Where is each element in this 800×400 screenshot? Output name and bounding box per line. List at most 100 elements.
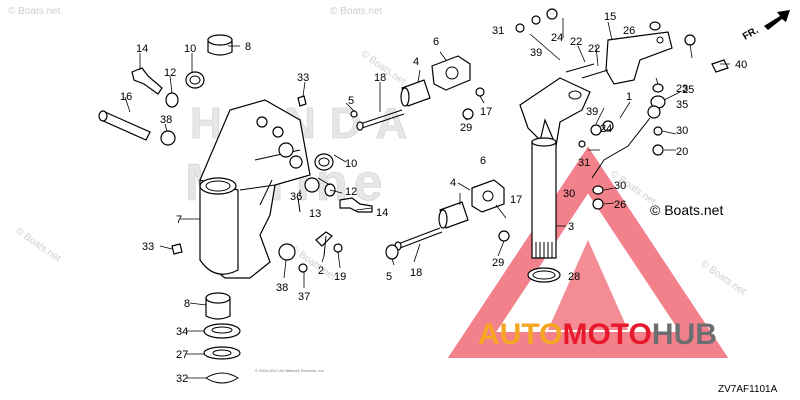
callout-29: 29 (460, 122, 472, 134)
part-16-tilt-pin (98, 110, 151, 141)
callout-30: 30 (614, 180, 626, 192)
part-31-39-24-top (515, 8, 558, 33)
callout-10: 10 (345, 158, 357, 170)
callout-33: 33 (142, 241, 154, 253)
callout-34: 34 (176, 326, 188, 338)
part-32-circlip (205, 372, 239, 384)
callout-22: 22 (570, 36, 582, 48)
part-30-26-center (592, 185, 604, 210)
callout-39: 39 (586, 106, 598, 118)
part-36-pin (297, 197, 301, 213)
callout-4: 4 (413, 56, 419, 68)
part-30-20-right (652, 126, 664, 156)
callout-14: 14 (136, 43, 148, 55)
callout-32: 32 (176, 373, 188, 385)
callout-29: 29 (492, 257, 504, 269)
part-15-plate (605, 31, 673, 85)
watermark-text: © Boats.net (330, 6, 383, 17)
part-18-upper-bolt (356, 109, 405, 131)
direction-label: FR. (741, 25, 761, 43)
callout-25: 25 (682, 84, 694, 96)
part-8-bushing-bottom (205, 292, 231, 320)
callout-30: 30 (563, 188, 575, 200)
part-5-upper (350, 110, 358, 118)
callout-20: 20 (676, 146, 688, 158)
callout-35: 35 (676, 99, 688, 111)
callout-12: 12 (345, 186, 357, 198)
logo-text: AUTOMOTOHUB (478, 318, 717, 351)
callout-24: 24 (551, 32, 563, 44)
callout-3: 3 (568, 221, 574, 233)
callout-38: 38 (160, 114, 172, 126)
part-1-steering-rod (591, 105, 661, 179)
part-38-washer-top (160, 130, 176, 146)
automotohub-logo: AUTOMOTOHUB (478, 318, 717, 351)
callout-8: 8 (184, 298, 190, 310)
watermark-text: © Boats.net (8, 6, 61, 17)
callout-28: 28 (568, 271, 580, 283)
callout-36: 36 (290, 191, 302, 203)
part-7-swivel-case (199, 99, 311, 279)
part-40-fitting (711, 59, 729, 73)
part-5-lower (385, 244, 399, 260)
callout-16: 16 (120, 91, 132, 103)
callout-31: 31 (578, 157, 590, 169)
callout-23: 23 (676, 83, 688, 95)
callout-8: 8 (245, 41, 251, 53)
callout-30: 30 (676, 125, 688, 137)
part-14-bolt-mid (339, 197, 373, 213)
part-29-lower (498, 230, 510, 242)
callout-6: 6 (480, 155, 486, 167)
callout-27: 27 (176, 349, 188, 361)
logo-triangle (447, 146, 729, 358)
callout-6: 6 (433, 36, 439, 48)
callout-5: 5 (348, 95, 354, 107)
callout-5: 5 (386, 271, 392, 283)
diagram-code: ZV7AF1101A (718, 384, 778, 395)
callout-40: 40 (735, 59, 747, 71)
part-39-24-31-right (578, 120, 614, 148)
callout-26: 26 (623, 25, 635, 37)
part-12-washer (165, 92, 179, 108)
callout-39: 39 (530, 47, 542, 59)
part-3-swivel-shaft (519, 77, 591, 259)
logo-inner-shape (548, 240, 628, 330)
callout-19: 19 (334, 271, 346, 283)
part-27-washer (203, 346, 241, 360)
callout-12: 12 (164, 67, 176, 79)
watermark-text: © Boats.net (288, 243, 337, 282)
callout-10: 10 (184, 43, 196, 55)
watermark-text: © Boats.net (698, 258, 747, 297)
part-10-bushing (185, 71, 205, 89)
callout-18: 18 (374, 72, 386, 84)
part-4-upper-bushing (400, 79, 431, 107)
logo-auto: AUTO (478, 318, 562, 351)
part-14-bolt (131, 67, 163, 95)
logo-hub: HUB (652, 318, 717, 351)
callout-14: 14 (376, 207, 388, 219)
callout-24: 24 (600, 123, 612, 135)
callout-1: 1 (626, 91, 632, 103)
callout-18: 18 (410, 267, 422, 279)
logo-triangle-shape (447, 146, 729, 358)
part-22-bolts (565, 63, 609, 79)
callout-17: 17 (510, 194, 522, 206)
callout-17: 17 (480, 106, 492, 118)
callout-26: 26 (614, 199, 626, 211)
callout-22: 22 (588, 43, 600, 55)
callout-15: 15 (604, 11, 616, 23)
part-6-lower-mount (471, 179, 505, 213)
copyright-text: © 2004-2017 Ari Network Services, Inc. (255, 368, 325, 373)
callout-4: 4 (450, 177, 456, 189)
part-8-bushing-top (207, 34, 233, 56)
callouts: 14 10 8 12 16 38 33 18 5 10 12 13 14 36 … (120, 11, 747, 385)
part-18-lower-bolt (394, 227, 443, 251)
callout-31: 31 (492, 25, 504, 37)
part-38-37-bottom (278, 243, 308, 273)
part-6-upper-mount (431, 55, 471, 91)
logo-moto: MOTO (562, 318, 651, 351)
callout-2: 2 (318, 265, 324, 277)
part-23-35-bushings (650, 83, 666, 109)
